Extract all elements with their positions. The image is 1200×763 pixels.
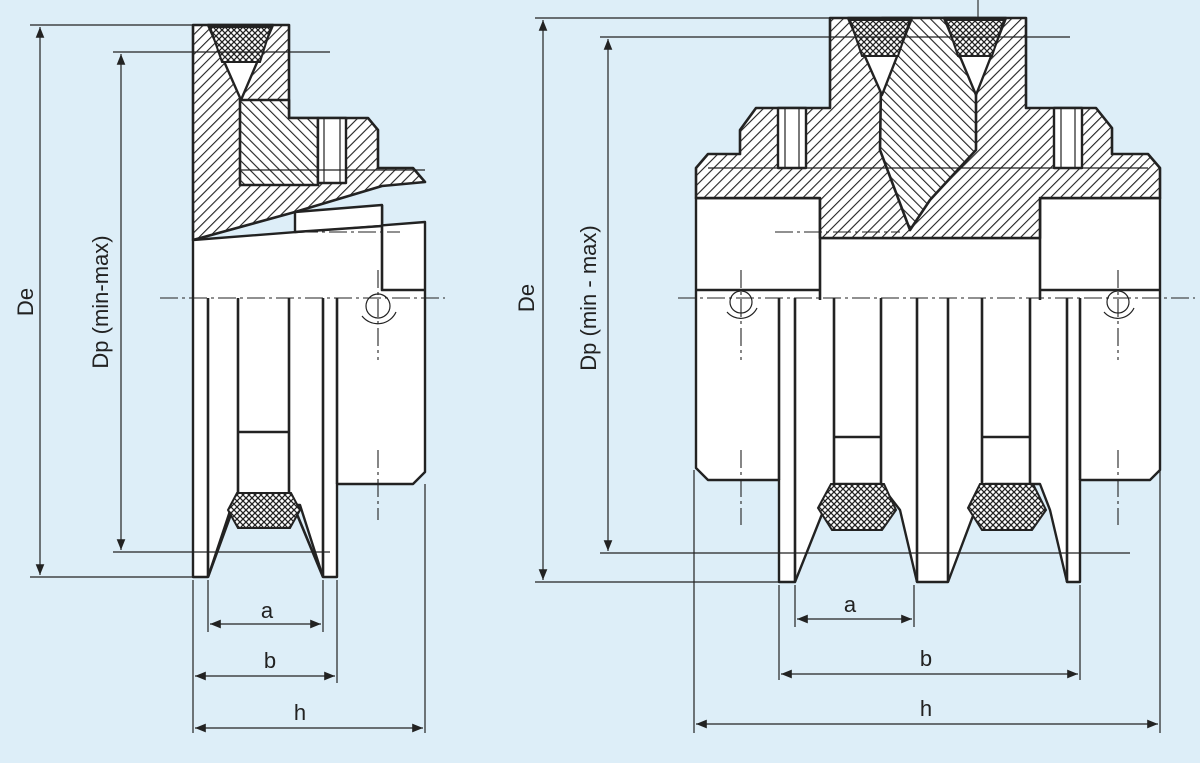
left-dimensions xyxy=(30,24,426,733)
right-De-label: De xyxy=(514,284,539,312)
left-screw-bore xyxy=(316,116,348,185)
right-screw-bore-right xyxy=(1052,106,1084,170)
left-bore-taper xyxy=(293,203,384,234)
right-belt-top-2 xyxy=(944,19,1006,57)
right-belt-top-1 xyxy=(848,19,912,57)
left-a-label: a xyxy=(261,598,274,623)
left-hub-step xyxy=(238,98,320,187)
right-pulley xyxy=(678,0,1195,584)
left-h-label: h xyxy=(294,700,306,725)
left-screw-lines xyxy=(323,118,341,183)
right-b-label: b xyxy=(920,646,932,671)
left-bore-taper-line xyxy=(192,169,426,241)
left-belt-top xyxy=(208,26,273,63)
right-h-label: h xyxy=(920,696,932,721)
right-pulley-body xyxy=(694,196,1162,584)
left-setscrew-arc xyxy=(361,311,397,325)
left-Dp-label: Dp (min-max) xyxy=(88,235,113,368)
left-belt-bottom xyxy=(226,492,302,529)
left-b-label: b xyxy=(264,648,276,673)
right-Dp-label: Dp (min - max) xyxy=(576,225,601,370)
right-dimensions xyxy=(535,17,1161,733)
right-a-label: a xyxy=(844,592,857,617)
left-pulley xyxy=(160,23,445,579)
right-belt-bottom-2 xyxy=(966,483,1048,531)
right-screw-bore-left xyxy=(776,106,808,170)
right-belt-bottom-1 xyxy=(816,483,898,531)
left-groove-lines xyxy=(206,205,425,577)
left-De-label: De xyxy=(13,288,38,316)
right-groove-lines xyxy=(777,298,1082,582)
